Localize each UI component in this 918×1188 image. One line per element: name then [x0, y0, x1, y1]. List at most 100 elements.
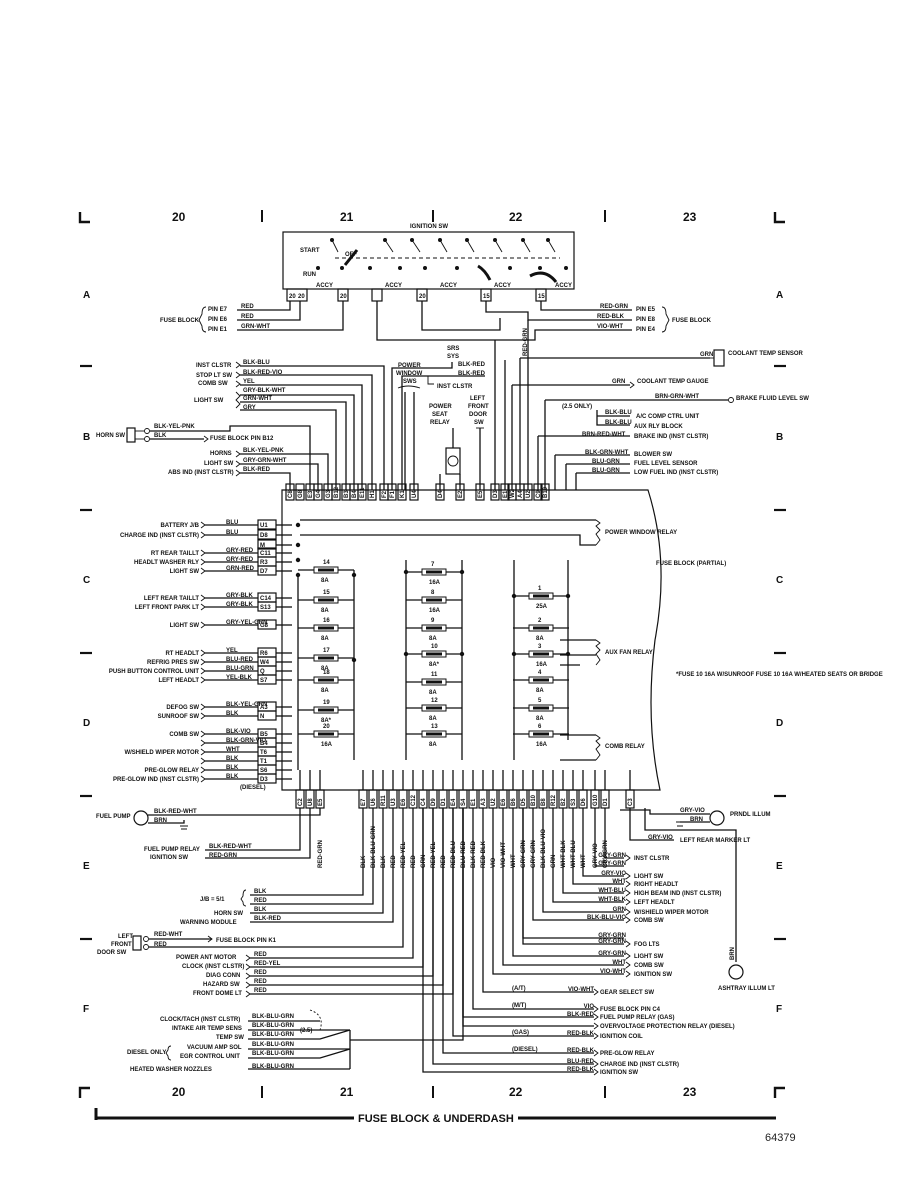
zone-label: 22	[509, 1085, 523, 1099]
pin-label: S7	[260, 678, 268, 684]
connector-label: C2	[298, 798, 304, 806]
wire-color: GRY-GRN	[603, 840, 609, 868]
horn-switch-label: HORN SW	[96, 433, 125, 439]
wire-color: RED-GRN	[209, 853, 237, 859]
wire-color: BLK	[226, 774, 239, 780]
fuse-number: 16	[323, 618, 330, 624]
wire-color: BLK-YEL-PNK	[154, 424, 195, 430]
wire-color: RED	[254, 970, 267, 976]
splice	[403, 569, 409, 575]
connector-label: E4	[451, 798, 457, 806]
pin-label: B4	[260, 741, 268, 747]
component-label: IGNITION COIL	[600, 1034, 643, 1040]
inst-clstr-label: INST CLSTR	[437, 384, 473, 390]
pin-label: N	[260, 714, 264, 720]
pin-label: PIN E5	[636, 307, 656, 313]
wire-color: BLK-RED-WHT	[209, 844, 252, 850]
mid-left-feeds: HORNS BLK-YEL-PNK LIGHT SW GRY-GRN-WHT A…	[168, 448, 329, 490]
fuse-number: 17	[323, 648, 330, 654]
relay-label: POWER WINDOW RELAY	[605, 530, 677, 536]
component-label: LIGHT SW	[634, 874, 664, 880]
fuse-number: 13	[431, 724, 438, 730]
connector-label: A4	[518, 490, 524, 498]
terminal	[200, 658, 206, 666]
connector-pin	[313, 483, 323, 501]
wire	[604, 808, 624, 859]
wire	[552, 808, 624, 903]
component-label: BATTERY J/B	[160, 523, 199, 529]
terminal	[593, 988, 599, 996]
wire-color: BRN	[730, 947, 736, 960]
row-letter: B	[83, 432, 90, 443]
connector-label: F2	[382, 490, 388, 498]
component-label: LEFT HEADLT	[634, 900, 675, 906]
pin-label: R3	[260, 560, 268, 566]
terminal	[593, 1032, 599, 1040]
row-letter: D	[83, 718, 90, 729]
connector-label: U2	[526, 490, 532, 498]
wire-color: BLK-BLU-GRN	[252, 1051, 294, 1057]
right-top-components: GRN COOLANT TEMP SENSOR GRN COOLANT TEMP…	[512, 349, 809, 490]
wire-color: GRY-YEL-GRN	[226, 620, 267, 626]
connector-label: E5	[318, 798, 324, 806]
relays: POWER WINDOW RELAY AUX FAN RELAY COMB RE…	[300, 519, 677, 761]
fuse-number: 8	[431, 590, 435, 596]
row-letter: F	[83, 1004, 89, 1015]
accy-label: ACCY	[494, 283, 511, 289]
wire-color: BLK-BLU-VIO	[541, 829, 547, 868]
component-label: PRNDL ILLUM	[730, 812, 771, 818]
splice	[403, 651, 409, 657]
fuse-rating: 16A	[321, 742, 333, 748]
wire-color: BLK	[226, 765, 239, 771]
seat-relay-label: SEAT	[432, 412, 448, 418]
variant-note: (A/T)	[512, 986, 526, 992]
accy-label: ACCY	[440, 283, 457, 289]
connector-label: W2	[510, 488, 516, 498]
component-label: J/B = 5/1	[200, 897, 225, 903]
wire-color: RED-GRN	[318, 840, 324, 868]
row-letter: E	[83, 861, 90, 872]
variant-note: (M/T)	[512, 1003, 526, 1009]
wire-color: BLU-GRN	[592, 468, 620, 474]
component-label: BRAKE FLUID LEVEL SW	[736, 396, 809, 402]
connector-pin	[331, 483, 341, 501]
right-bottom-components: GRY-VIO PRNDL ILLUM BRN GRY-VIO LEFT REA…	[620, 808, 771, 844]
fuse-rating: 16A	[536, 662, 548, 668]
fuse-rating: 8A	[536, 716, 544, 722]
door-sw-label: SW	[474, 420, 484, 426]
wire-color: WHT-BLK	[561, 840, 567, 868]
component-label: IGNITION SW	[634, 972, 672, 978]
bottom-left-components: FUEL PUMP RELAY BLK-RED-WHT IGNITION SW …	[144, 808, 394, 926]
zone-label: 23	[683, 210, 697, 224]
wire-color: BLK	[254, 907, 267, 913]
wire	[422, 808, 594, 1073]
connector-label: G8	[298, 489, 304, 498]
zone-label: 21	[340, 1085, 354, 1099]
wire	[542, 808, 624, 913]
splice	[351, 572, 357, 578]
terminal	[625, 961, 631, 969]
ignition-switch-label: IGNITION SW	[410, 224, 448, 230]
fuse-number: 3	[538, 644, 542, 650]
wire-color: BLK-BLU-GRN	[252, 1023, 294, 1029]
terminal	[200, 775, 206, 783]
fuse-rating: 8A	[429, 742, 437, 748]
terminal	[200, 667, 206, 675]
wire-color: BLK-BLU-GRN	[252, 1064, 294, 1070]
wire-color: VIO	[491, 857, 497, 868]
terminal	[200, 594, 206, 602]
row-letter: F	[776, 1004, 782, 1015]
connector-label: C3	[628, 798, 634, 806]
wire-color: BLK-RED	[567, 1012, 595, 1018]
pin-number: 20	[289, 294, 296, 300]
wire-color: RED-BLK	[597, 314, 625, 320]
seat-relay-label: POWER	[429, 404, 452, 410]
fuse-rating: 25A	[536, 604, 548, 610]
wire-color: BLU-GRN	[226, 666, 254, 672]
start-label: START	[300, 248, 320, 254]
fuse-number: 19	[323, 700, 330, 706]
pin-label: Q	[260, 669, 265, 675]
fuse-number: 4	[538, 670, 542, 676]
connector-label: D3	[493, 490, 499, 498]
